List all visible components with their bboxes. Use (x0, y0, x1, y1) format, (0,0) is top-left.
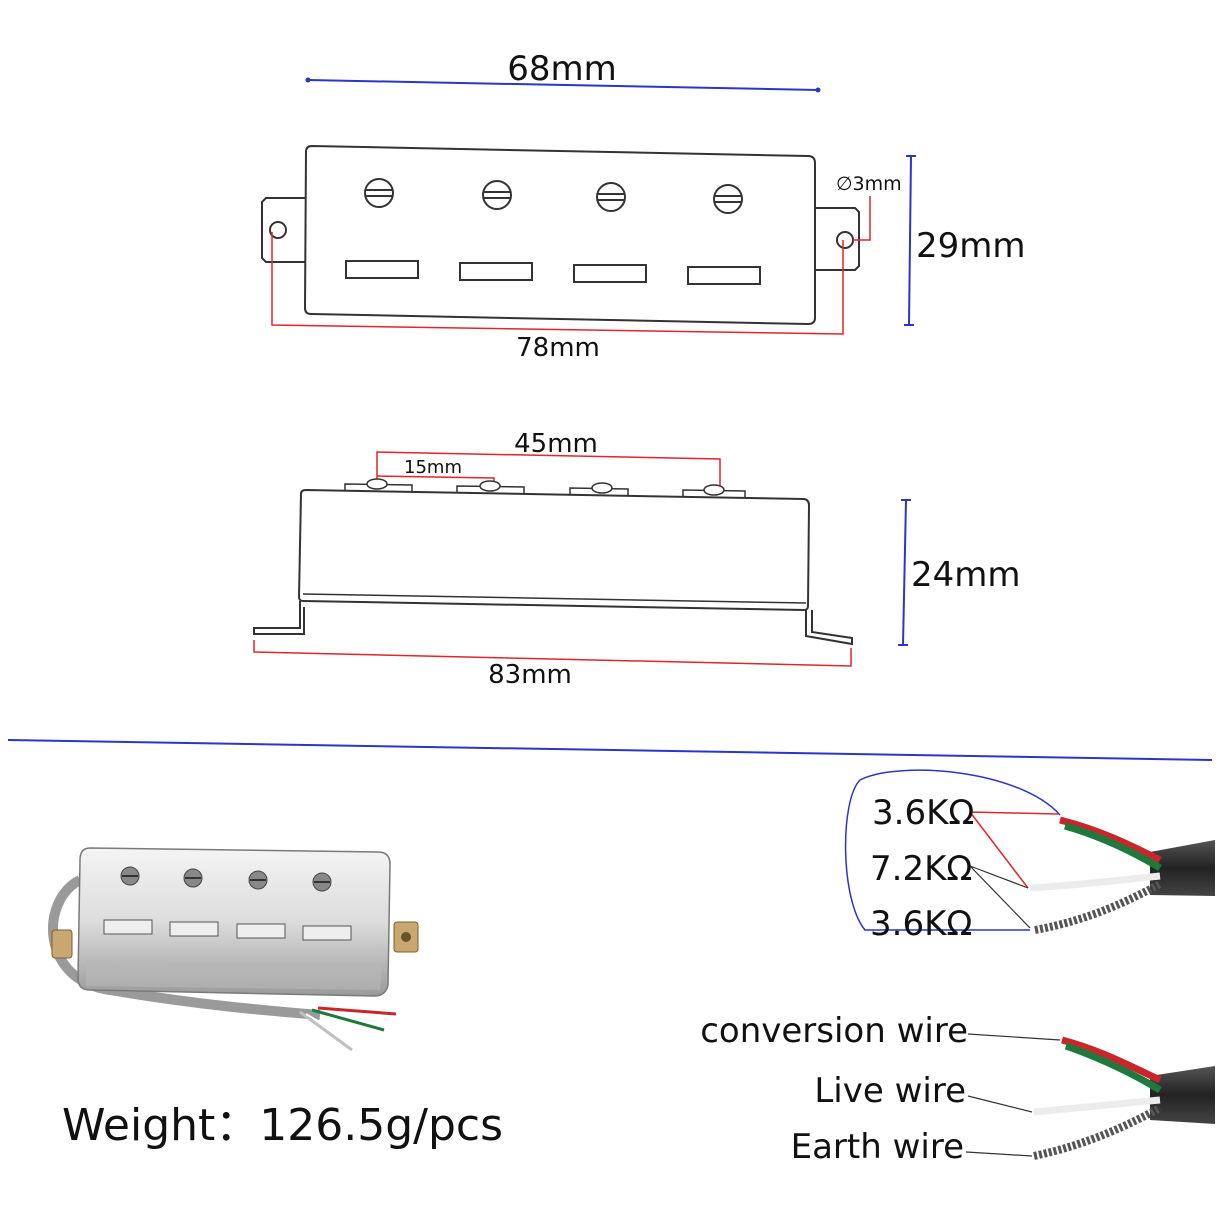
hole-diameter-label: ∅3mm (836, 173, 902, 195)
height-label: 29mm (916, 226, 1026, 266)
photo-pole-screws (120, 866, 332, 892)
label-leader (965, 1151, 1033, 1157)
height-dimension-line (908, 155, 912, 326)
cable-jacket (1150, 1066, 1215, 1124)
label-leader (967, 1033, 1061, 1041)
wire-shield (1033, 1104, 1162, 1160)
wire-green (1064, 1042, 1162, 1094)
pickup-photo: Weight：126.5g/pcs (47, 847, 503, 1151)
hole-callout-line (853, 196, 871, 241)
wire-white (1033, 1096, 1161, 1116)
wire-label: conversion wire (700, 1011, 968, 1051)
resistance-label: 7.2KΩ (870, 849, 972, 889)
width-label: 68mm (507, 49, 617, 89)
photo-wire (299, 1010, 353, 1052)
wire-green (1064, 822, 1162, 872)
blade-slot (573, 264, 647, 283)
dimension-end-dot (815, 87, 821, 93)
section-divider (7, 739, 1213, 761)
wire-white (1029, 872, 1161, 892)
dimension-end-dot (305, 77, 311, 83)
resistance-label: 3.6KΩ (870, 904, 972, 944)
pole-screw (482, 180, 512, 210)
resistance-pointer (969, 865, 1031, 929)
pole-spacing-label: 45mm (514, 429, 598, 459)
pole-screw (596, 182, 626, 212)
wire-label: Live wire (814, 1071, 966, 1111)
blade-slots (345, 260, 761, 285)
mounting-hole-right (836, 231, 854, 249)
brass-mount-ear (51, 929, 73, 959)
photo-wire (317, 1006, 397, 1016)
pickup-cover-top (303, 144, 816, 326)
weight-label: Weight：126.5g/pcs (62, 1100, 503, 1151)
width-dimension-line (307, 79, 819, 91)
wire-shield (1034, 880, 1162, 934)
blade-slot (345, 260, 419, 279)
blade-slot (459, 262, 533, 281)
wire-label: Earth wire (791, 1127, 964, 1167)
pole-screws (364, 178, 743, 214)
measurement-loop (844, 769, 1061, 931)
base-plate (253, 601, 853, 646)
photo-blades (103, 919, 352, 941)
photo-wire (305, 1013, 351, 1041)
chrome-cover (77, 847, 391, 997)
length-dimension-line (271, 232, 844, 335)
side-view: 45mm 15mm 24mm 83mm (253, 429, 1021, 690)
cable-jacket (1150, 840, 1215, 896)
pole-screw (713, 184, 743, 214)
mounting-hole-left (269, 221, 287, 239)
side-height-dimension-line (902, 499, 907, 646)
pole-screw (364, 178, 394, 208)
resistance-pointer (969, 811, 1059, 889)
resistance-label: 3.6KΩ (872, 793, 974, 833)
wiring-labels: conversion wire Live wire Earth wire (700, 1011, 1215, 1167)
pole-gap-label: 15mm (404, 457, 462, 478)
base-length-dimension-line (253, 640, 852, 667)
pole-spacing-dimension (376, 451, 721, 492)
side-height-label: 24mm (911, 555, 1021, 595)
pole-screw-heads-side (344, 478, 746, 498)
wire-red (1059, 816, 1162, 864)
wiring-resistance: 3.6KΩ 7.2KΩ 3.6KΩ (844, 769, 1215, 944)
base-length-label: 83mm (488, 660, 572, 690)
cover-edge (302, 593, 807, 604)
wire-red (1061, 1036, 1162, 1084)
pickup-cover-side (297, 488, 811, 612)
photo-wire (311, 1008, 385, 1032)
top-view: 68mm (261, 49, 1026, 363)
blade-slot (687, 266, 761, 285)
length-label: 78mm (516, 333, 600, 363)
label-leader (967, 1095, 1033, 1113)
